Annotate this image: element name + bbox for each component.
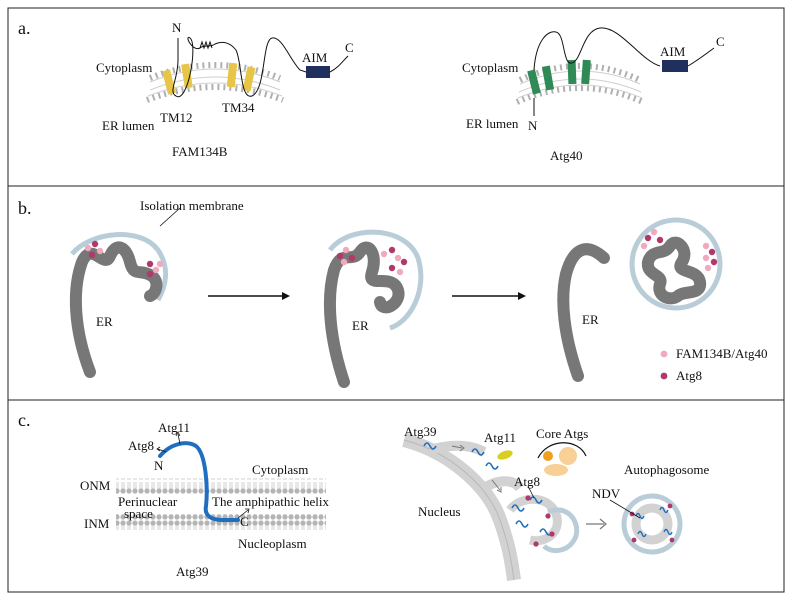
stage-3-engulfed-er xyxy=(641,236,707,305)
fam134b-chain xyxy=(172,36,307,97)
stage-2-isolation-membrane xyxy=(328,229,424,331)
fam134b-tm34-label: TM34 xyxy=(222,100,255,115)
atg8-dots-right xyxy=(525,495,555,547)
panel-b-letter: b. xyxy=(18,198,32,218)
atg8-leader xyxy=(527,485,535,499)
fam134b-c-label: C xyxy=(345,40,354,55)
c-right-ndv-label: NDV xyxy=(592,486,621,501)
atg39-squiggles xyxy=(423,442,553,536)
c-atg8-label: Atg8 xyxy=(128,438,154,453)
atg40-tm-helices xyxy=(527,59,591,95)
legend-fam134b-atg40: FAM134B/Atg40 xyxy=(676,346,768,361)
ndv-leader xyxy=(609,499,641,519)
fam134b-coil xyxy=(199,40,213,50)
isolation-membrane-leader xyxy=(159,207,181,227)
c-onm-label: ONM xyxy=(80,478,111,493)
inm-bilayer xyxy=(116,514,326,530)
legend-pink-dot xyxy=(660,350,668,358)
stage-1 xyxy=(69,232,168,378)
atg40-c-label: C xyxy=(716,34,725,49)
atg40-c-tail xyxy=(687,47,715,67)
c-right-atg39-label: Atg39 xyxy=(404,424,437,439)
stage-3-proteins xyxy=(640,228,718,272)
panel-a-letter: a. xyxy=(18,18,31,38)
c-atg11-label: Atg11 xyxy=(158,420,190,435)
stage-1-proteins xyxy=(84,240,164,278)
stage-1-er-label: ER xyxy=(96,314,113,329)
stage-2-proteins xyxy=(336,246,408,276)
fam134b-aim-box xyxy=(306,66,330,78)
c-helix-label: The amphipathic helix xyxy=(212,494,329,509)
stage-1-er xyxy=(69,241,163,378)
panel-c-frame xyxy=(7,399,785,593)
c-inm-label: INM xyxy=(84,516,110,531)
c-perinuclear-label: Perinuclear xyxy=(118,494,178,509)
core-atgs-group xyxy=(537,442,587,476)
fam134b-c-tail xyxy=(329,55,349,73)
legend-magenta-dot xyxy=(660,372,668,380)
c-right-nucleus-label: Nucleus xyxy=(418,504,461,519)
atg11-blob xyxy=(497,450,513,460)
atg40-aim-box xyxy=(662,60,688,72)
stage-3 xyxy=(557,217,723,382)
fam134b-aim-label: AIM xyxy=(302,50,328,65)
atg40-title: Atg40 xyxy=(550,148,583,163)
stage-3-autophagosome xyxy=(629,217,723,311)
panel-c-letter: c. xyxy=(18,410,31,430)
fam134b-tm-helices xyxy=(162,62,256,95)
atg40-chain xyxy=(533,27,661,116)
legend-atg8: Atg8 xyxy=(676,368,702,383)
atg40-n-label: N xyxy=(528,118,538,133)
stage-2-er-label: ER xyxy=(352,318,369,333)
c-right-atg11-label: Atg11 xyxy=(484,430,516,445)
panel-a-frame xyxy=(7,7,785,187)
stage-3-er xyxy=(557,243,610,382)
onm-bilayer xyxy=(116,478,326,494)
stage-2-er xyxy=(323,241,405,388)
c-nucleoplasm-label: Nucleoplasm xyxy=(238,536,307,551)
stage-2 xyxy=(323,229,424,388)
c-cytoplasm-label: Cytoplasm xyxy=(252,462,308,477)
fam134b-er-lumen-label: ER lumen xyxy=(102,118,155,133)
panel-b-legend: FAM134B/Atg40 Atg8 xyxy=(660,346,768,383)
stage-3-er-label: ER xyxy=(582,312,599,327)
fam134b-tm12-label: TM12 xyxy=(160,110,193,125)
atg40-cytoplasm-label: Cytoplasm xyxy=(462,60,518,75)
atg40-er-lumen-label: ER lumen xyxy=(466,116,519,131)
c-atg39-title: Atg39 xyxy=(176,564,209,579)
autophagosome-ndv xyxy=(621,493,683,555)
c-c-label: C xyxy=(240,514,249,529)
arrow-1 xyxy=(208,292,290,300)
fam134b-n-label: N xyxy=(172,20,182,35)
isolation-membrane-label: Isolation membrane xyxy=(140,198,244,213)
atg39-arrows xyxy=(156,431,250,519)
budding-vesicle xyxy=(506,494,580,554)
arrow-2 xyxy=(452,292,526,300)
c-space-label: space xyxy=(124,506,153,521)
fam134b-title: FAM134B xyxy=(172,144,228,159)
fam134b-cytoplasm-label: Cytoplasm xyxy=(96,60,152,75)
c-right-core-atgs-label: Core Atgs xyxy=(536,426,588,441)
flow-arrows xyxy=(451,444,607,530)
stage-1-isolation-membrane xyxy=(70,232,168,302)
c-right-autophagosome-label: Autophagosome xyxy=(624,462,709,477)
atg40-aim-label: AIM xyxy=(660,44,686,59)
c-right-atg8-label: Atg8 xyxy=(514,474,540,489)
c-n-label: N xyxy=(154,458,164,473)
